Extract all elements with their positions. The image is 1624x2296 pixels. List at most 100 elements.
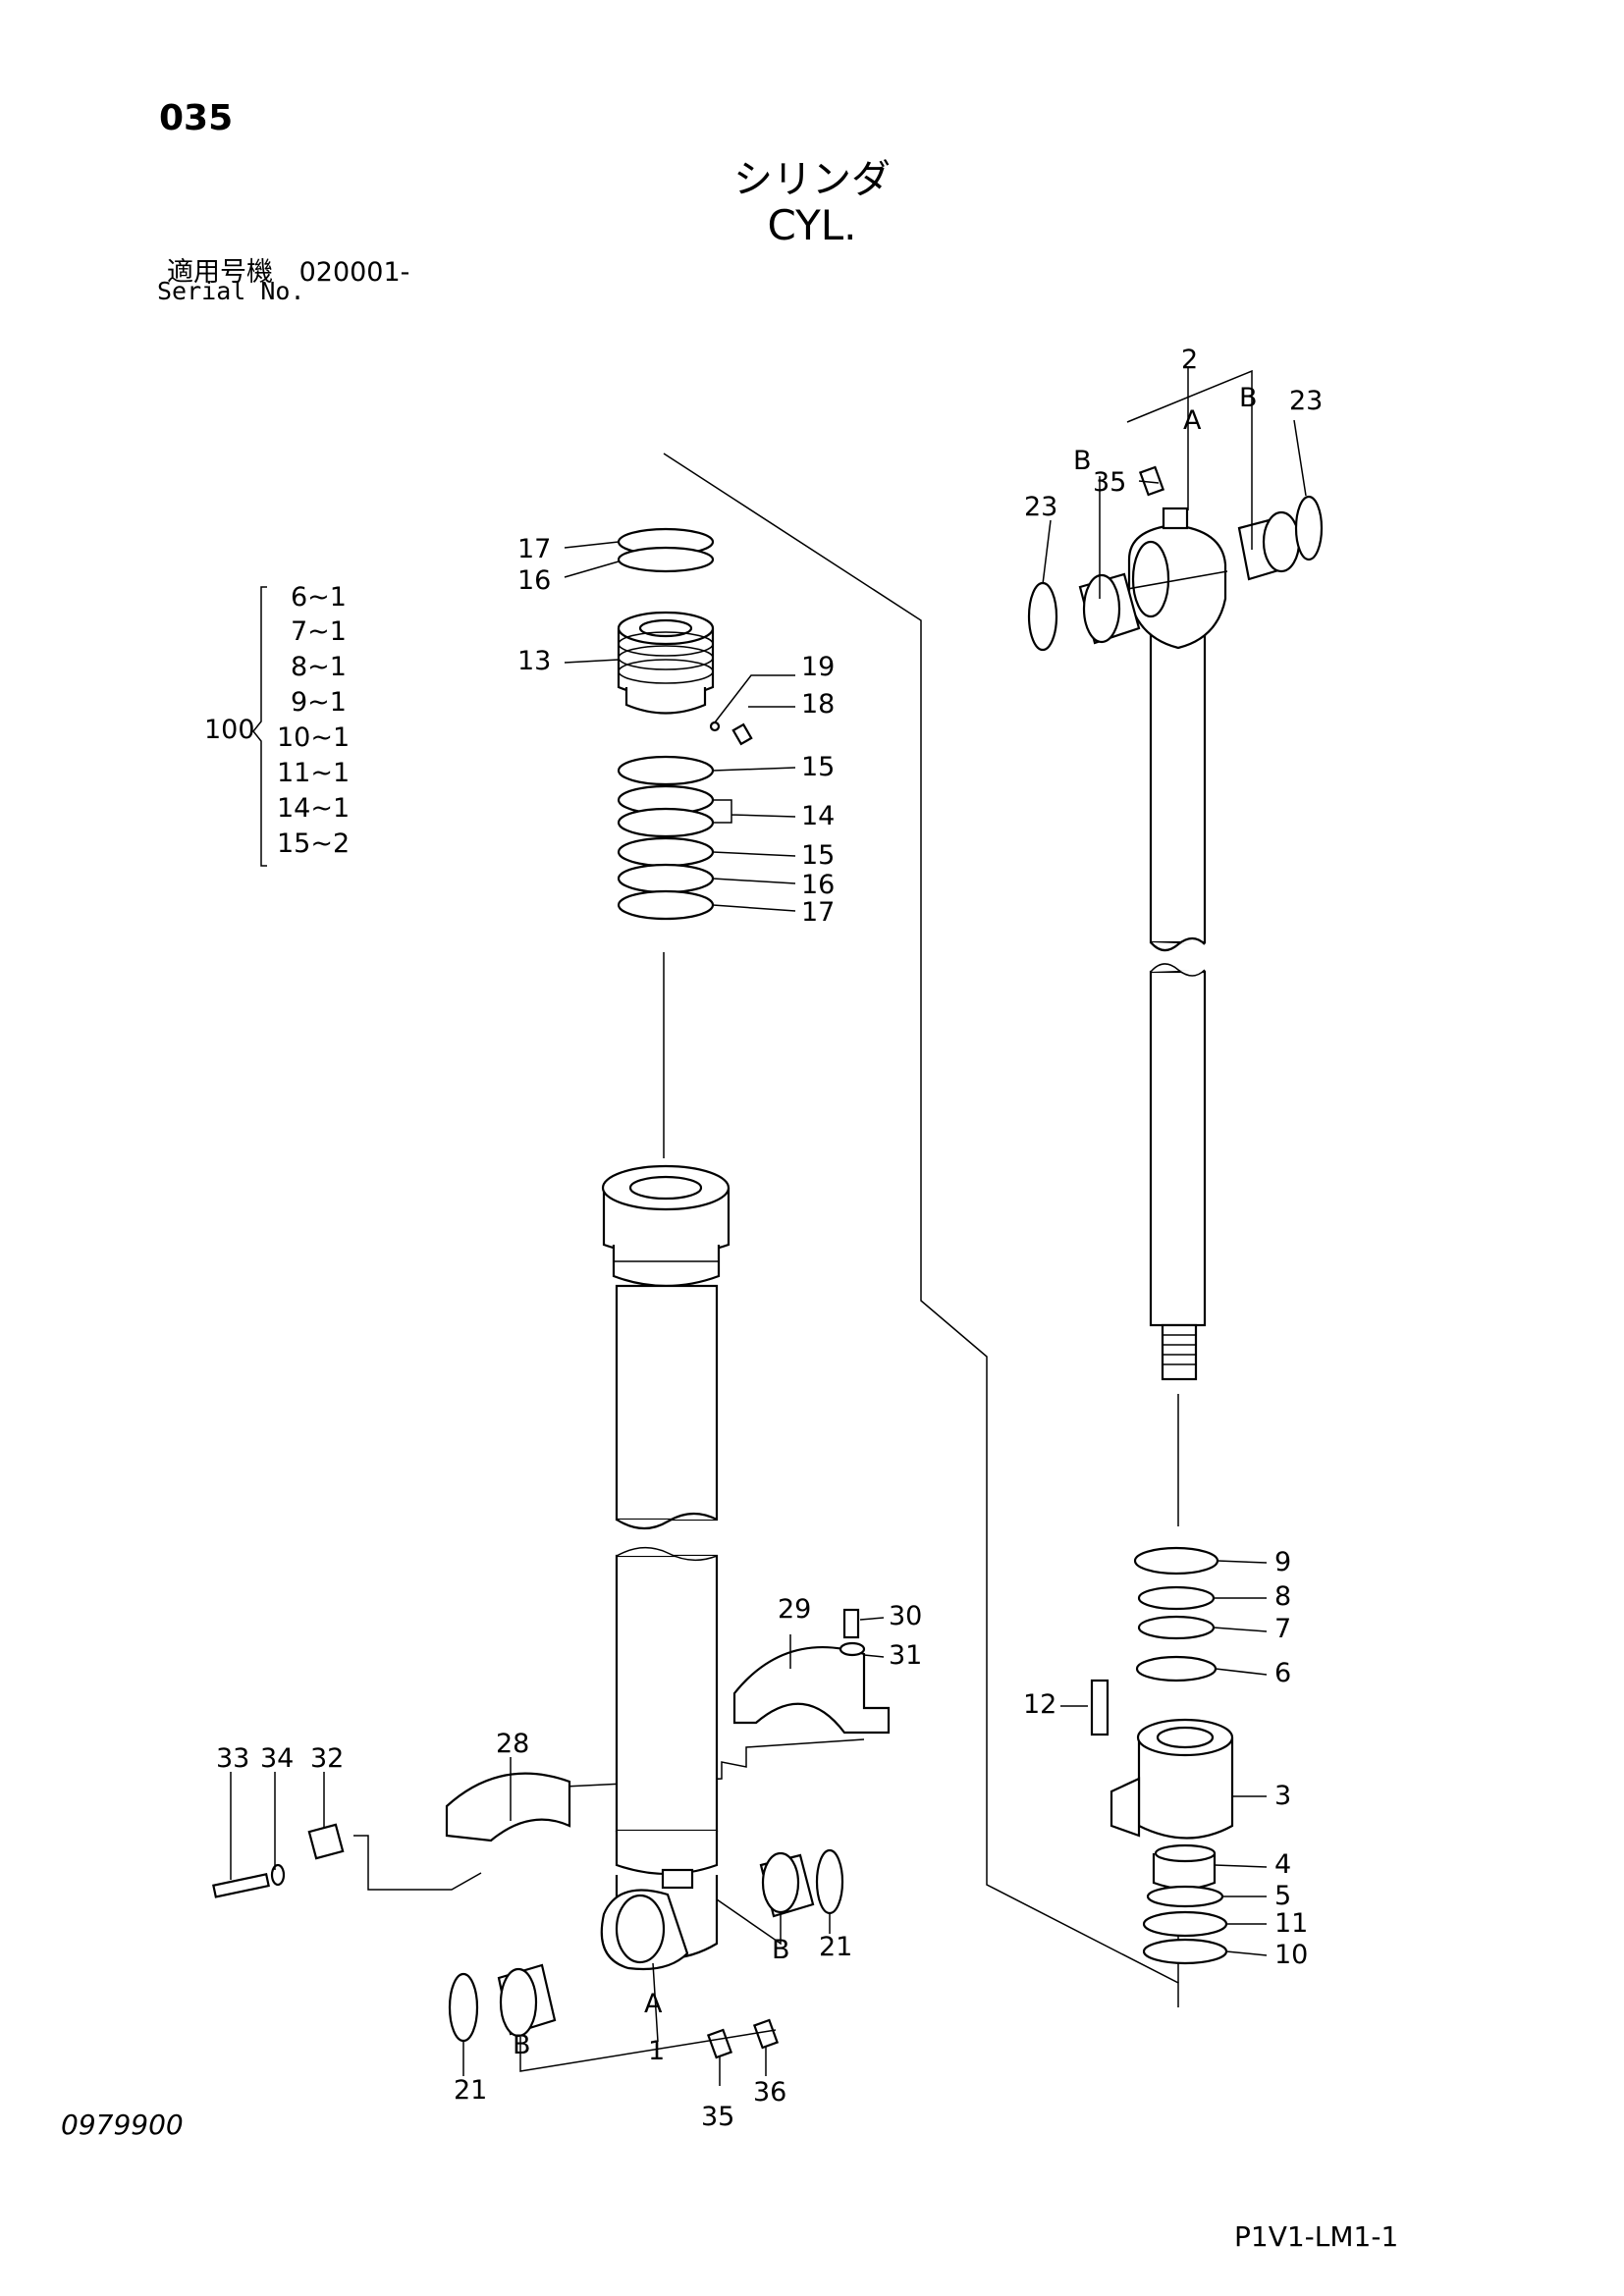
tube-lower [615, 1554, 719, 1833]
tube-neck [612, 1245, 721, 1288]
cylinder-head-parts [1110, 1546, 1234, 1965]
callout: B [513, 2030, 531, 2060]
callout: 31 [889, 1640, 922, 1671]
rod-break-upper [1150, 936, 1206, 952]
callout: 29 [778, 1594, 811, 1625]
bolt-12 [1090, 1679, 1110, 1736]
tube-upper [615, 1284, 719, 1522]
kit-item: 7~1 [291, 616, 347, 647]
kit-item: 15~2 [277, 828, 350, 859]
o-ring-10 [1142, 1938, 1228, 1965]
holder-32 [307, 1823, 345, 1860]
callout: 21 [454, 2075, 487, 2106]
document-number: 0979900 [61, 2109, 184, 2141]
callout: 3 [1274, 1781, 1291, 1811]
serial-label-jp: 適用号機 [167, 257, 273, 288]
kit-item: 10~1 [277, 722, 350, 753]
kit-number: 100 [204, 715, 255, 745]
kit-100-list: 100 6~1 7~1 8~1 9~1 10~1 11~1 14~1 15~2 [204, 582, 350, 867]
piston-callouts: 17 16 13 19 18 15 14 15 16 17 [517, 534, 835, 928]
callout: 1 [648, 2036, 665, 2066]
rod-thread [1161, 1323, 1198, 1381]
ring-5 [1146, 1885, 1224, 1908]
rod-eye-bore [1131, 540, 1170, 618]
piston-rod-part-2 [1099, 507, 1228, 1381]
kit-item: 14~1 [277, 793, 350, 824]
kit-item: 11~1 [277, 758, 350, 788]
guide-line-main [663, 453, 1179, 2007]
cylinder-head-3 [1137, 1737, 1234, 1840]
callout: 35 [701, 2102, 734, 2132]
dust-seal-23-right [1294, 495, 1324, 561]
washer-31 [839, 1641, 866, 1657]
plug-36 [752, 2018, 780, 2050]
callout: 11 [1274, 1908, 1308, 1939]
callout: 17 [517, 534, 551, 564]
assembly-guide-lines [353, 453, 1179, 2007]
ring-8 [1137, 1585, 1216, 1611]
callout: 28 [496, 1729, 529, 1759]
head-flange [1110, 1777, 1141, 1838]
seal-6 [1135, 1655, 1218, 1682]
lower-callouts: 29 30 31 28 33 34 32 21 B A 1 B 21 35 36 [216, 1594, 922, 2132]
rod-lower [1149, 970, 1207, 1327]
top-bushings [1027, 465, 1324, 652]
band-29 [732, 1646, 891, 1735]
dust-seal-23-left [1027, 581, 1058, 652]
ring-14-b [617, 807, 715, 838]
tube-eye-boss [661, 1868, 694, 1890]
serial-label-english: Serial No. [157, 277, 305, 305]
tube-bottom-collar [615, 1831, 719, 1876]
callout: 30 [889, 1601, 922, 1631]
guide-line-clamp [353, 1835, 482, 1891]
callout: B [772, 1935, 790, 1965]
callout: 15 [801, 840, 835, 871]
set-screw-18 [731, 722, 753, 746]
callout: 35 [1093, 467, 1126, 498]
callout: 6 [1274, 1658, 1291, 1688]
serial-line-japanese: 適用号機 020001- [167, 250, 409, 289]
head-callouts: 9 8 7 6 12 3 4 5 11 10 [1023, 1547, 1308, 1970]
ring-11 [1142, 1910, 1228, 1938]
callout: 15 [801, 752, 835, 782]
clamp-28 [445, 1772, 571, 1842]
callout: 7 [1274, 1614, 1291, 1644]
callout: 36 [753, 2077, 786, 2108]
rod-break-lower [1150, 963, 1206, 977]
tube-bushings [448, 1848, 844, 2059]
bolt-30 [842, 1608, 860, 1639]
callout: 10 [1274, 1940, 1308, 1970]
wiper-9 [1133, 1546, 1219, 1575]
callout: 23 [1289, 386, 1323, 416]
callout: 4 [1274, 1849, 1291, 1880]
callout: 12 [1023, 1689, 1056, 1720]
callout: 34 [260, 1743, 294, 1774]
tube-break-upper [616, 1512, 718, 1530]
callout: 9 [1274, 1547, 1291, 1577]
top-callouts: 2 A B B 23 35 23 [1024, 345, 1323, 599]
page-number: 035 [159, 98, 234, 138]
ring-7 [1137, 1615, 1216, 1640]
washer-34 [270, 1863, 286, 1887]
callout: A [644, 1989, 663, 2019]
dust-seal-21-right [815, 1848, 844, 1915]
page-code: P1V1-LM1-1 [1234, 2220, 1399, 2253]
title-japanese: シリンダ [733, 157, 891, 202]
callout: 8 [1274, 1581, 1291, 1612]
ring-15-a [617, 755, 715, 786]
callout: 5 [1274, 1881, 1291, 1911]
clamp-parts [212, 1608, 1110, 1898]
ring-16-top [617, 546, 715, 573]
grease-fitting-35-top [1138, 465, 1165, 497]
callout: 21 [819, 1932, 852, 1962]
ring-17-b [617, 889, 715, 921]
grease-fitting-35 [706, 2028, 733, 2059]
callout: B [1073, 446, 1092, 476]
kit-item: 6~1 [291, 582, 347, 613]
ball-19 [709, 721, 721, 732]
ring-16-b [617, 863, 715, 894]
callout: 23 [1024, 492, 1057, 522]
rod-upper [1149, 626, 1207, 944]
callout: 16 [517, 565, 551, 596]
